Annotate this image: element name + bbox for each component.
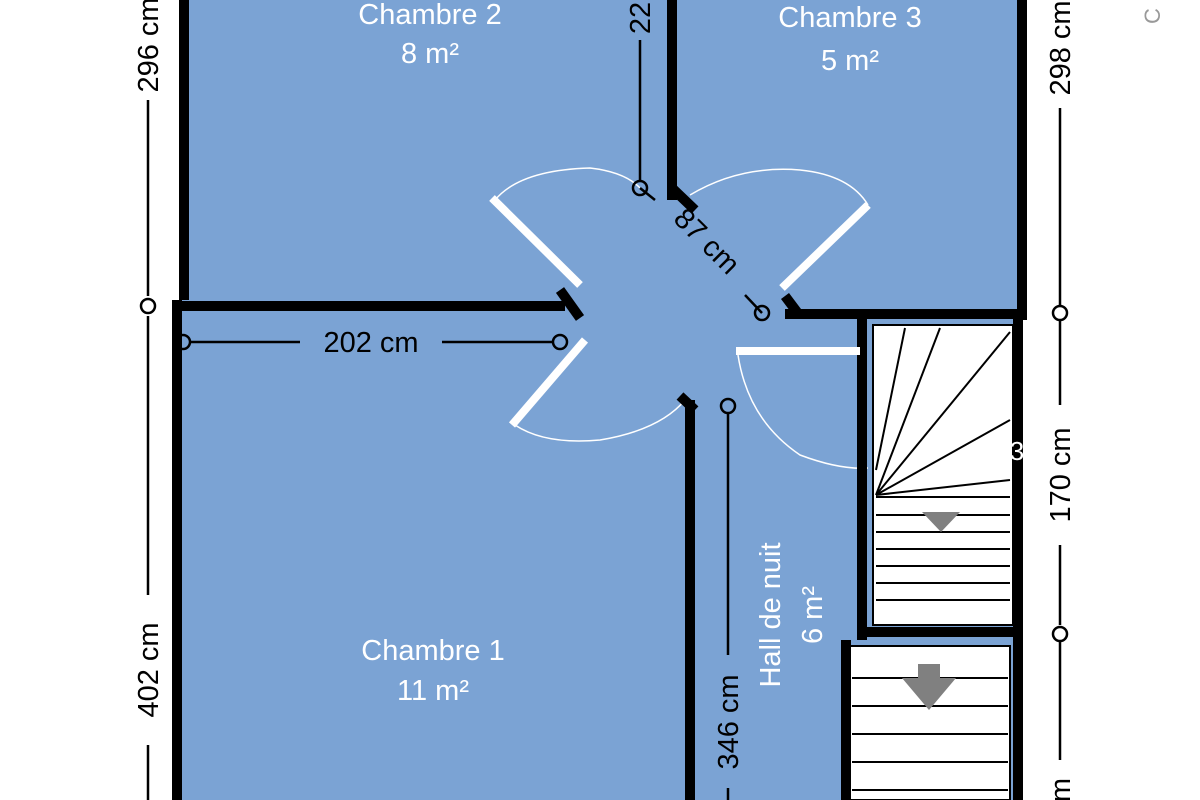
- door-chambre2[interactable]: [489, 195, 583, 288]
- dim-label-left-bottom: 402 cm: [133, 622, 165, 717]
- dim-label-corner: C: [1140, 8, 1165, 24]
- room-area-hall: 6 m²: [797, 586, 829, 644]
- room-area-chambre2: 8 m²: [401, 38, 459, 70]
- staircase-lower: [849, 645, 1011, 800]
- dim-label-346: 346 cm: [713, 674, 745, 769]
- floor-hall: [560, 180, 870, 800]
- wall-stub-hall: [676, 392, 699, 414]
- walls: [172, 0, 1027, 800]
- dim-end: [139, 297, 157, 315]
- door-chambre3[interactable]: [779, 202, 871, 291]
- arrow-down-icon: [902, 664, 956, 710]
- dim-label-right-bottom: m: [1045, 778, 1077, 800]
- room-name-chambre2: Chambre 2: [358, 0, 501, 31]
- dim-end: [551, 333, 569, 351]
- room-area-chambre3: 5 m²: [821, 45, 879, 77]
- room-area-chambre1: 11 m²: [397, 675, 469, 707]
- stair-winder: [875, 327, 906, 471]
- door-chambre1[interactable]: [508, 337, 589, 428]
- dim-label-right-middle: 170 cm: [1045, 427, 1077, 522]
- stair-partial-label: 3: [1010, 436, 1024, 466]
- dim-label-left-top: 296 cm: [133, 0, 165, 93]
- dim-end: [1051, 625, 1069, 643]
- dim-line-87: [639, 187, 656, 201]
- room-name-hall: Hall de nuit: [755, 542, 787, 687]
- dimension-lines: [139, 40, 1069, 800]
- door-leaves: [489, 195, 871, 428]
- door-arc-chambre2: [494, 167, 641, 201]
- stair-winder: [875, 327, 941, 496]
- dim-end: [1051, 304, 1069, 322]
- stair-winder: [875, 331, 1011, 496]
- dim-label-202: 202 cm: [323, 327, 418, 359]
- dim-label-right-top: 298 cm: [1045, 0, 1077, 95]
- dim-end: [174, 333, 192, 351]
- wall-stub-chambre1: [555, 287, 585, 321]
- dim-end: [719, 397, 737, 415]
- room-name-chambre1: Chambre 1: [361, 635, 504, 667]
- dim-label-22: 22: [625, 2, 657, 34]
- staircase-upper: 3: [872, 324, 1024, 626]
- room-name-chambre3: Chambre 3: [778, 2, 921, 34]
- stair-upper-box: [872, 324, 1014, 626]
- wall-stub-chambre3-b: [781, 293, 804, 319]
- door-arc-chambre3: [689, 168, 869, 206]
- wall-stub-chambre3: [668, 184, 699, 214]
- dim-end: [753, 304, 771, 322]
- door-arc-stair: [737, 354, 869, 469]
- room-labels: Chambre 2 8 m² Chambre 3 5 m² Chambre 1 …: [358, 0, 921, 707]
- door-swings: [494, 167, 869, 469]
- door-arc-chambre1: [514, 399, 686, 442]
- dim-line-87: [744, 294, 763, 314]
- arrow-down-icon: [922, 512, 960, 532]
- stair-winder: [875, 479, 1011, 496]
- stair-winder: [875, 419, 1011, 496]
